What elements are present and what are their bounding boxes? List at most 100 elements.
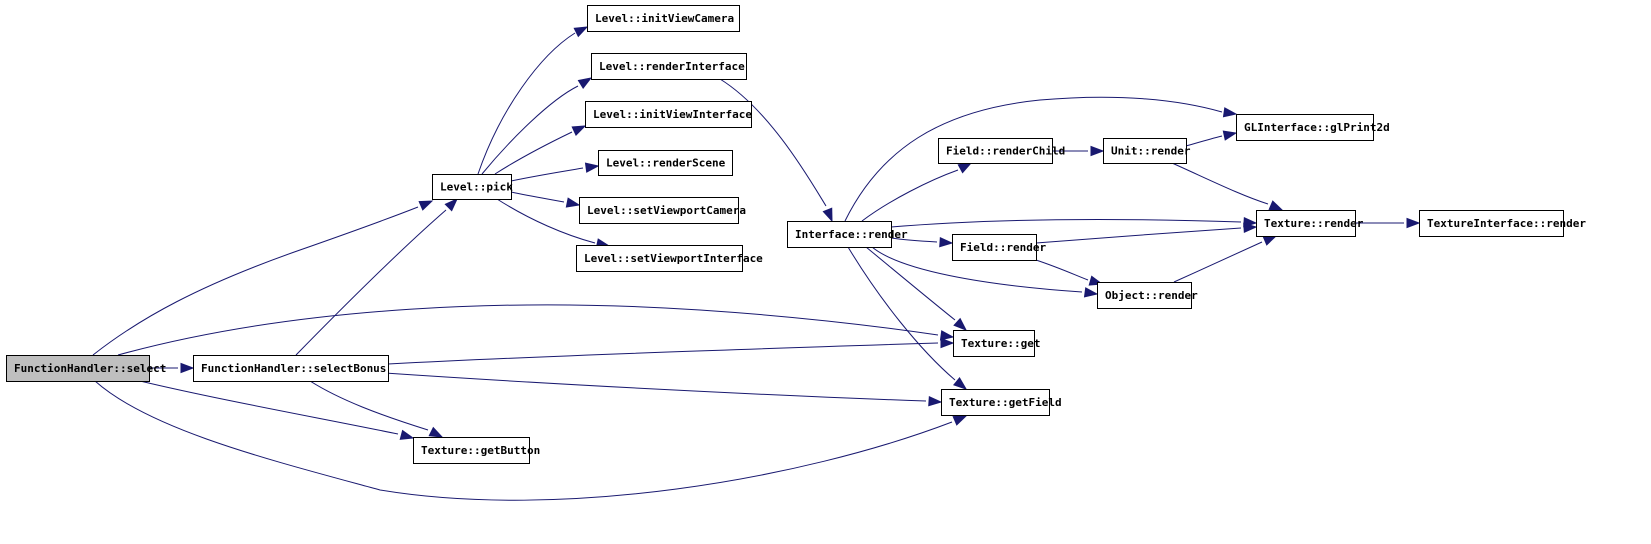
arrow-head-icon bbox=[953, 377, 968, 390]
edge-line bbox=[92, 206, 419, 356]
arrow-head-icon bbox=[957, 162, 973, 174]
edge-line bbox=[865, 246, 956, 321]
edge-level_pick-to-level_initViewInterface bbox=[494, 125, 587, 175]
arrow-head-icon bbox=[577, 77, 593, 89]
arrow-head-icon bbox=[953, 317, 968, 331]
edge-interface_render-to-object_render bbox=[871, 246, 1099, 298]
node-box[interactable] bbox=[787, 221, 892, 248]
arrow-head-icon bbox=[571, 125, 587, 136]
node-box[interactable] bbox=[953, 330, 1035, 357]
node-box[interactable] bbox=[591, 53, 747, 80]
edge-line bbox=[477, 32, 576, 175]
edge-line bbox=[510, 167, 584, 182]
edge-line bbox=[494, 131, 573, 175]
edge-level_pick-to-level_initViewCamera bbox=[477, 26, 589, 175]
node-unit-render[interactable]: Unit::render bbox=[1103, 138, 1191, 164]
node-box[interactable] bbox=[1236, 114, 1374, 141]
node-level-pick[interactable]: Level::pick bbox=[432, 174, 514, 200]
node-label: Level::initViewInterface bbox=[593, 108, 752, 121]
arrow-head-icon bbox=[1222, 130, 1238, 141]
node-label: FunctionHandler::selectBonus bbox=[201, 362, 386, 375]
node-level-setViewportInterface[interactable]: Level::setViewportInterface bbox=[576, 245, 764, 272]
node-box[interactable] bbox=[1097, 282, 1192, 309]
edge-field_render-to-texture_render bbox=[1035, 222, 1258, 244]
edge-fh_selectBonus-to-texture_getButton bbox=[309, 380, 444, 438]
node-interface-render[interactable]: Interface::render bbox=[787, 221, 908, 248]
node-fh-select[interactable]: FunctionHandler::select bbox=[6, 355, 167, 382]
edge-interface_render-to-texture_render bbox=[890, 216, 1258, 228]
node-level-setViewportCamera[interactable]: Level::setViewportCamera bbox=[579, 197, 746, 224]
arrow-head-icon bbox=[180, 362, 195, 374]
node-label: Texture::render bbox=[1264, 217, 1364, 230]
node-box[interactable] bbox=[941, 389, 1050, 416]
arrow-head-icon bbox=[940, 337, 955, 349]
edge-interface_render-to-field_render bbox=[890, 236, 954, 248]
node-box[interactable] bbox=[193, 355, 389, 382]
arrow-head-icon bbox=[939, 330, 955, 341]
edge-unit_render-to-glinterface_glPrint2d bbox=[1185, 130, 1238, 147]
edge-fh_select-to-texture_getButton bbox=[139, 380, 415, 440]
arrow-head-icon bbox=[444, 197, 459, 212]
edge-field_render-to-object_render bbox=[1035, 259, 1104, 286]
node-box[interactable] bbox=[938, 138, 1053, 164]
node-box[interactable] bbox=[1103, 138, 1187, 164]
node-box[interactable] bbox=[587, 5, 740, 32]
edge-line bbox=[844, 96, 1223, 222]
node-label: Texture::getButton bbox=[421, 444, 540, 457]
edge-line bbox=[890, 237, 938, 243]
edge-line bbox=[1185, 135, 1223, 147]
arrow-head-icon bbox=[573, 26, 589, 38]
node-texture-render[interactable]: Texture::render bbox=[1256, 210, 1364, 237]
edge-fh_select-to-texture_getField bbox=[94, 380, 968, 501]
node-textureinterface-render[interactable]: TextureInterface::render bbox=[1419, 210, 1587, 237]
node-field-renderChild[interactable]: Field::renderChild bbox=[938, 138, 1066, 164]
node-texture-getButton[interactable]: Texture::getButton bbox=[413, 437, 541, 464]
node-glinterface-glPrint2d[interactable]: GLInterface::glPrint2d bbox=[1236, 114, 1390, 141]
edge-unit_render-to-texture_render bbox=[1171, 162, 1284, 211]
node-box[interactable] bbox=[1419, 210, 1564, 237]
edge-object_render-to-texture_render bbox=[1173, 235, 1278, 283]
node-texture-get[interactable]: Texture::get bbox=[953, 330, 1041, 357]
node-label: Level::renderScene bbox=[606, 157, 726, 170]
node-label: Unit::render bbox=[1111, 145, 1191, 158]
node-fh-selectBonus[interactable]: FunctionHandler::selectBonus bbox=[193, 355, 389, 382]
node-field-render[interactable]: Field::render bbox=[952, 234, 1047, 261]
arrow-head-icon bbox=[1222, 107, 1238, 118]
edge-level_pick-to-level_setViewportCamera bbox=[510, 191, 581, 208]
node-box[interactable] bbox=[413, 437, 530, 464]
node-level-initViewInterface[interactable]: Level::initViewInterface bbox=[585, 101, 753, 128]
node-label: Level::setViewportInterface bbox=[584, 252, 763, 265]
node-level-initViewCamera[interactable]: Level::initViewCamera bbox=[587, 5, 740, 32]
node-box[interactable] bbox=[1256, 210, 1356, 237]
edge-line bbox=[510, 191, 565, 203]
node-label: Object::render bbox=[1105, 289, 1198, 302]
node-level-renderScene[interactable]: Level::renderScene bbox=[598, 150, 733, 176]
node-label: GLInterface::glPrint2d bbox=[1244, 121, 1390, 134]
edge-line bbox=[890, 218, 1242, 228]
edge-line bbox=[139, 380, 399, 435]
node-box[interactable] bbox=[952, 234, 1037, 261]
node-label: TextureInterface::render bbox=[1427, 217, 1586, 230]
node-level-renderInterface[interactable]: Level::renderInterface bbox=[591, 53, 747, 80]
edge-line bbox=[94, 380, 953, 501]
edge-fh_select-to-texture_get bbox=[117, 304, 955, 356]
node-label: Interface::render bbox=[795, 228, 908, 241]
node-box[interactable] bbox=[576, 245, 743, 272]
node-box[interactable] bbox=[6, 355, 150, 382]
node-box[interactable] bbox=[579, 197, 739, 224]
node-label: Texture::getField bbox=[949, 396, 1062, 409]
node-box[interactable] bbox=[598, 150, 733, 176]
edge-interface_render-to-glinterface_glPrint2d bbox=[844, 96, 1238, 222]
node-texture-getField[interactable]: Texture::getField bbox=[941, 389, 1062, 416]
edge-interface_render-to-texture_getField bbox=[847, 246, 968, 390]
edge-line bbox=[295, 209, 447, 356]
node-label: FunctionHandler::select bbox=[14, 362, 166, 375]
arrow-head-icon bbox=[822, 207, 833, 223]
node-box[interactable] bbox=[585, 101, 752, 128]
edge-line bbox=[719, 78, 827, 207]
node-object-render[interactable]: Object::render bbox=[1097, 282, 1199, 309]
arrow-head-icon bbox=[418, 200, 434, 211]
node-label: Level::initViewCamera bbox=[595, 12, 734, 25]
node-box[interactable] bbox=[432, 174, 512, 200]
